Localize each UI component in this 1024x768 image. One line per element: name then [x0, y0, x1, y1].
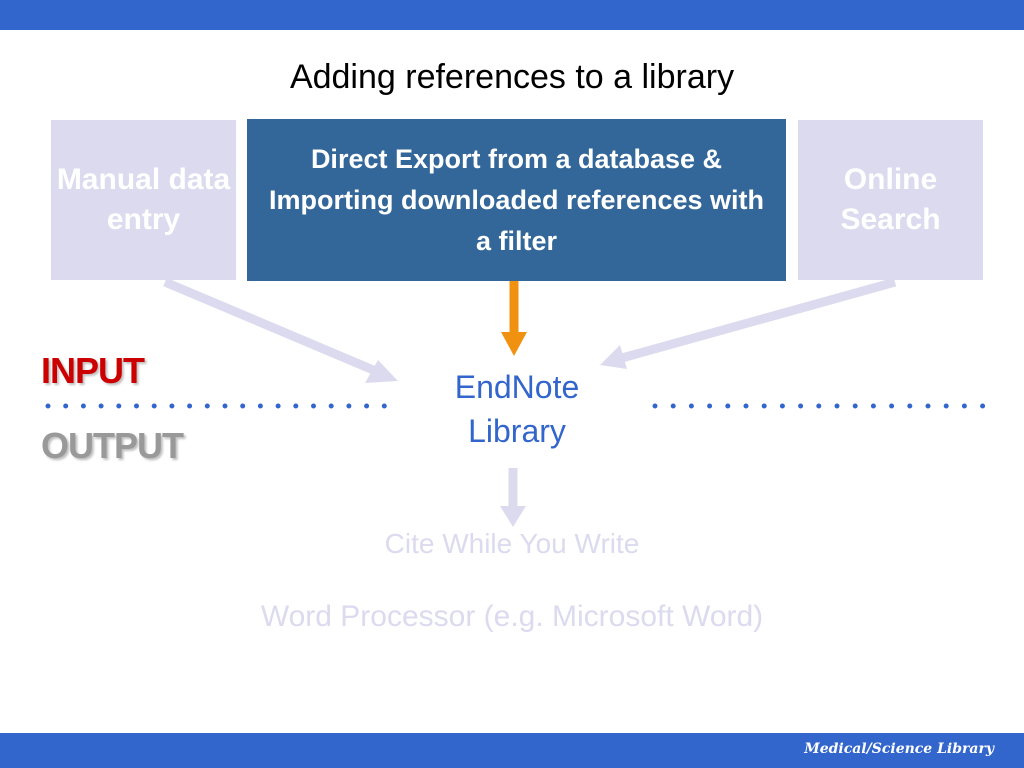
output-label: OUTPUT [41, 425, 184, 466]
endnote-library-label: EndNote Library [454, 369, 580, 449]
input-label: INPUT [41, 350, 145, 391]
word-processor-label: Word Processor (e.g. Microsoft Word) [260, 600, 764, 633]
manual-entry-label: Manual data entry [56, 163, 231, 236]
online-search-box: Online Search [798, 120, 983, 280]
cite-while-you-write-label: Cite While You Write [384, 528, 640, 559]
page-title: Adding references to a library [289, 58, 735, 96]
arrow-manual-head [365, 360, 398, 383]
online-search-label: Online Search [840, 163, 941, 236]
direct-export-box: Direct Export from a database & Importin… [247, 119, 786, 281]
arrow-manual-line [163, 277, 380, 377]
arrow-output-head [500, 506, 526, 527]
manual-entry-box: Manual data entry [51, 120, 236, 280]
top-bar [0, 0, 1024, 30]
arrow-online-line [620, 277, 897, 363]
direct-export-label: Direct Export from a database & Importin… [268, 143, 765, 256]
arrow-direct-head [501, 332, 527, 356]
arrow-online-head [600, 345, 627, 369]
footer-label: Medical/Science Library [804, 741, 994, 757]
bottom-bar: Medical/Science Library [0, 733, 1024, 768]
